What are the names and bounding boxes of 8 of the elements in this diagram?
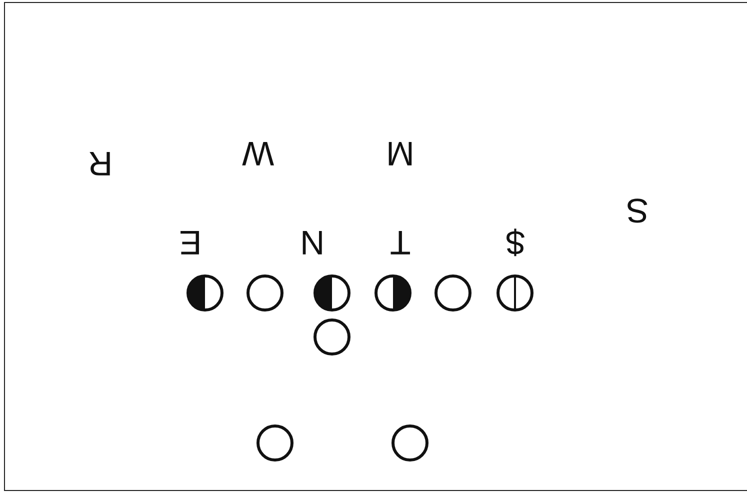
position-letter: M: [386, 135, 414, 171]
position-letter: N: [300, 224, 324, 260]
position-letter: R: [88, 145, 112, 181]
position-letter: $: [506, 224, 524, 260]
position-letter: E: [178, 224, 202, 260]
position-letter: T: [390, 224, 410, 260]
position-letter: S: [626, 192, 648, 228]
position-letter: W: [242, 135, 274, 171]
